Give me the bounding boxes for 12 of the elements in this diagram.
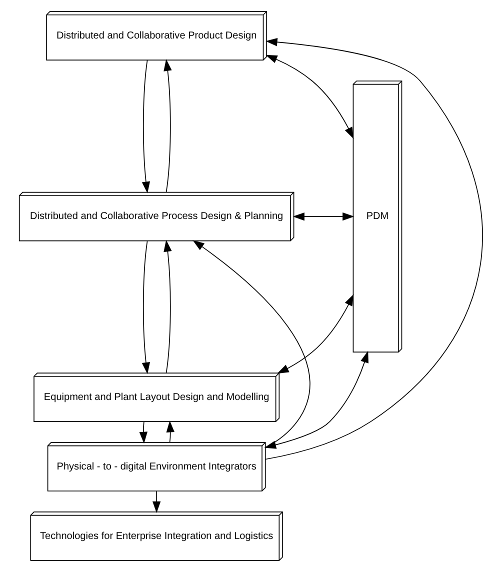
arrow bbox=[164, 240, 172, 374]
arrow bbox=[142, 240, 150, 374]
arrow bbox=[139, 421, 148, 444]
arrow bbox=[152, 490, 161, 514]
arrow bbox=[265, 38, 483, 460]
arrow bbox=[164, 59, 172, 193]
arrow bbox=[264, 350, 368, 449]
arrow bbox=[166, 420, 174, 443]
arrow bbox=[266, 54, 354, 139]
arrow bbox=[142, 60, 150, 194]
arrow bbox=[292, 212, 354, 221]
arrow bbox=[277, 294, 354, 374]
